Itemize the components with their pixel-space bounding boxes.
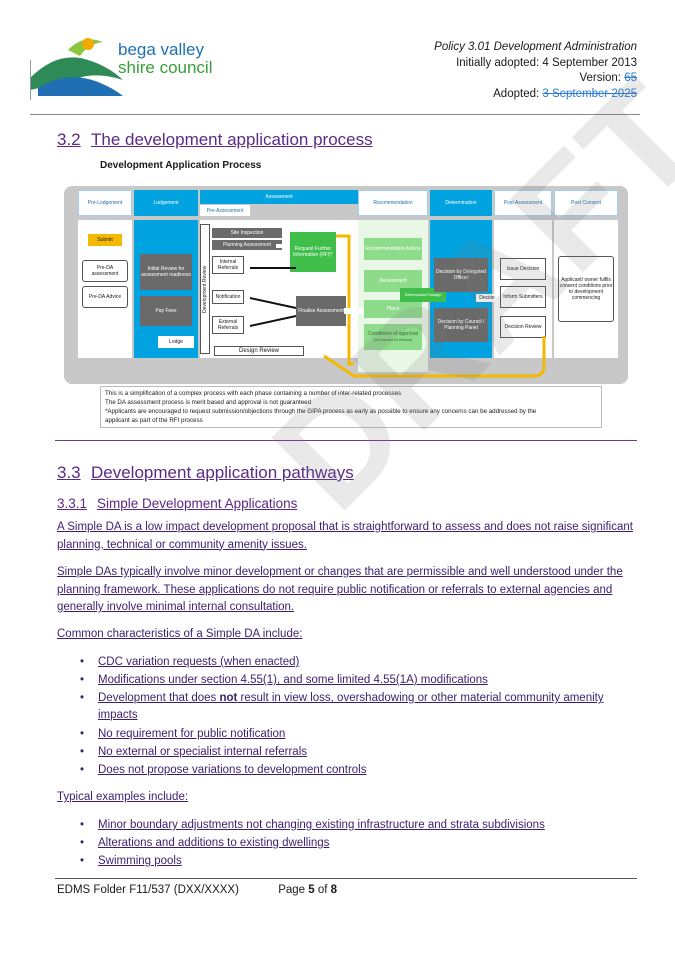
header-meta: Policy 3.01 Development Administration I… [434, 40, 637, 102]
figure-title: Development Application Process [100, 160, 262, 171]
header-rule [30, 114, 640, 115]
footer-folder: EDMS Folder F11/537 (DXX/XXXX) [57, 884, 239, 896]
box-decision-review: Decision Review [500, 316, 546, 338]
phase-assessment: Assessment [200, 190, 358, 204]
box-internal-referrals: Internal Referrals [212, 256, 244, 274]
box-council-panel: Decision by Council / Planning Panel [434, 308, 488, 342]
council-logo: bega valley shire council [28, 30, 248, 100]
phase-post-consent: Post Consent [554, 190, 618, 216]
box-plans: Plans [364, 300, 422, 318]
version-line: Version: 65 [579, 72, 637, 84]
box-issue-decision: Issue Decision [500, 258, 546, 280]
characteristics-intro: Common characteristics of a Simple DA in… [57, 628, 303, 640]
box-external-referrals: External Referrals [212, 316, 244, 334]
box-design-review: Design Review [214, 346, 304, 356]
box-assessment: Assessment [364, 270, 422, 292]
logo-hills-icon [30, 38, 123, 96]
col-post-consent [554, 220, 618, 358]
adopted-value: 3 September 2025 [542, 87, 637, 100]
box-pre-da-assessment: Pre-DA assessment [82, 260, 128, 282]
left-margin-line [30, 60, 31, 100]
col-post-assessment [494, 220, 552, 358]
version-value: 65 [624, 72, 637, 84]
box-decide: Decide [476, 294, 498, 302]
box-applicant-fulfils: Applicant/ owner fulfils consent conditi… [558, 256, 614, 322]
phase-post-assessment: Post Assessment [494, 190, 552, 216]
logo-text-line1: bega valley [118, 40, 205, 59]
footer-page: Page 5 of 8 [278, 884, 338, 896]
process-diagram: Pre-Lodgement Lodgement Assessment Pre-A… [64, 186, 628, 384]
diagram-arrows [249, 234, 546, 378]
section-rule [55, 440, 637, 441]
logo-text-line2: shire council [118, 58, 213, 77]
para-simple-da-typical: Simple DAs typically involve minor devel… [57, 566, 623, 613]
box-planning-assessment: Planning Assessment [212, 240, 282, 250]
phase-recommendation: Recommendation [358, 190, 428, 216]
phase-lodgement: Lodgement [134, 190, 198, 216]
box-finalise-assessment: Finalise Assessment [296, 296, 346, 326]
box-pay-fees: Pay Fees [140, 296, 192, 326]
initially-adopted: Initially adopted: 4 September 2013 [456, 56, 637, 69]
box-lodge: Lodge [158, 336, 194, 348]
phase-pre-lodgement: Pre-Lodgement [78, 190, 132, 216]
para-simple-da: A Simple DA is a low impact development … [57, 521, 633, 551]
adopted-line: Adopted: 3 September 2025 [493, 87, 637, 100]
policy-title: Policy 3.01 Development Administration [434, 41, 637, 53]
box-inform-submitters: Inform Submitters [500, 286, 546, 308]
phase-pre-assessment: Pre-Assessment [200, 205, 250, 216]
box-notification: Notification [212, 290, 244, 304]
footer: EDMS Folder F11/537 (DXX/XXXX) Page 5 of… [57, 884, 337, 896]
footer-rule [55, 878, 637, 879]
box-recommendation-advice: Recommendation Advice [364, 238, 422, 260]
phase-determination: Determination [430, 190, 492, 216]
box-conditions: Conditions of approval(or Reasons for Re… [364, 324, 422, 350]
diagram-note: This is a simplification of a complex pr… [100, 386, 602, 428]
box-site-inspection: Site Inspection [212, 228, 282, 238]
box-initial-review: Initial Review for assessment readiness [140, 254, 192, 290]
box-submit: Submit [88, 234, 122, 246]
examples-intro: Typical examples include: [57, 791, 189, 803]
box-pre-da-advice: Pre-DA Advice [82, 286, 128, 308]
box-delegated-officer: Decision by Delegated Officer [434, 258, 488, 292]
box-request-info: Request Further Information (RFI)* [290, 232, 336, 272]
